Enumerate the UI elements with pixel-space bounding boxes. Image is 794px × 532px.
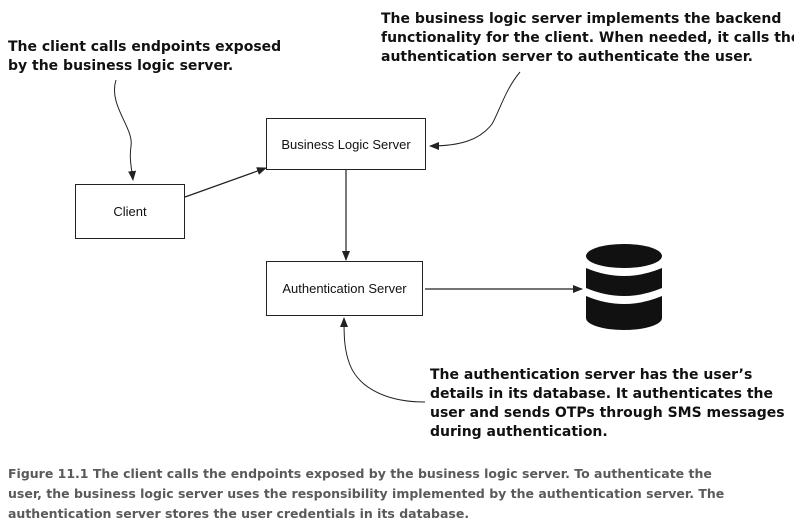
- business-logic-server-box: Business Logic Server: [266, 118, 426, 170]
- caption-line: authentication server stores the user cr…: [8, 506, 470, 521]
- database-icon: [586, 244, 662, 330]
- business-note: The business logic server implements the…: [381, 10, 794, 67]
- auth-note-line: user and sends OTPs through SMS messages: [430, 405, 785, 421]
- callout-client-note: [114, 79, 137, 181]
- business-logic-server-label: Business Logic Server: [281, 136, 411, 152]
- auth-note-line: details in its database. It authenticate…: [430, 386, 773, 402]
- callout-business-note: [429, 71, 521, 150]
- client-note-line: The client calls endpoints exposed: [8, 39, 282, 55]
- callout-auth-note: [340, 317, 426, 403]
- caption-line: user, the business logic server uses the…: [8, 486, 725, 501]
- business-note-line: The business logic server implements the…: [381, 11, 782, 27]
- figure-caption: Figure 11.1 The client calls the endpoin…: [8, 464, 778, 524]
- client-note-line: by the business logic server.: [8, 58, 234, 74]
- client-note: The client calls endpoints exposed by th…: [8, 38, 281, 76]
- auth-note: The authentication server has the user’s…: [430, 366, 785, 442]
- business-note-line: authentication server to authenticate th…: [381, 49, 753, 65]
- client-label: Client: [113, 204, 147, 219]
- business-note-line: functionality for the client. When neede…: [381, 30, 794, 46]
- caption-line: Figure 11.1 The client calls the endpoin…: [8, 466, 712, 481]
- authentication-server-label: Authentication Server: [282, 281, 407, 296]
- arrow-client-to-business: [184, 167, 267, 198]
- client-box: Client: [75, 184, 185, 239]
- auth-note-line: during authentication.: [430, 424, 608, 440]
- auth-note-line: The authentication server has the user’s: [430, 367, 753, 383]
- authentication-server-box: Authentication Server: [266, 261, 423, 316]
